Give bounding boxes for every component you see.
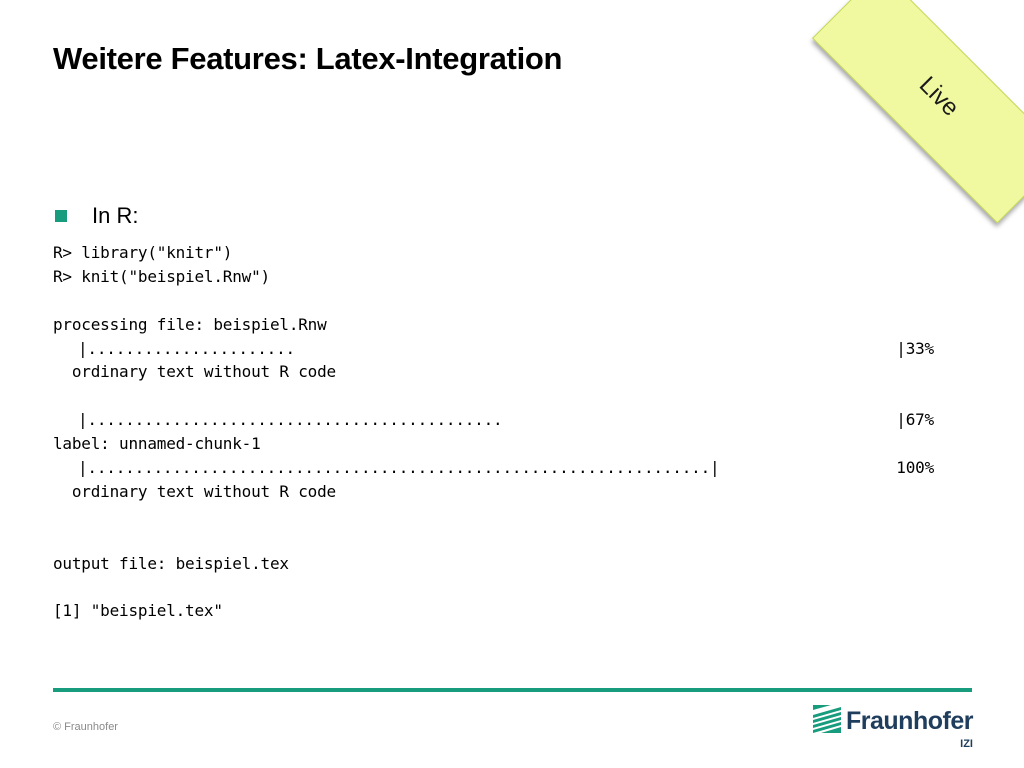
- code-line: R> library("knitr"): [53, 243, 233, 262]
- code-line: output file: beispiel.tex: [53, 553, 289, 573]
- progress-bar-100: |.......................................…: [78, 456, 896, 480]
- progress-percent-67: |67%: [896, 408, 934, 432]
- progress-percent-100: 100%: [896, 456, 934, 480]
- bullet-square-icon: [55, 210, 67, 222]
- copyright-text: © Fraunhofer: [53, 721, 118, 733]
- progress-dots: |.......................................…: [78, 458, 720, 478]
- progress-bar-33: |......................: [78, 337, 896, 361]
- code-line: ordinary text without R code: [53, 362, 336, 382]
- progress-end: |: [896, 410, 906, 430]
- progress-dots: |.......................................…: [78, 410, 503, 430]
- progress-row-67: |.......................................…: [53, 408, 953, 432]
- progress-value: 67%: [905, 410, 935, 430]
- progress-row-100: |.......................................…: [53, 456, 953, 480]
- code-line: R> knit("beispiel.Rnw"): [53, 266, 270, 286]
- code-line-blank: [53, 504, 953, 528]
- r-console-output: R> library("knitr") R> knit("beispiel.Rn…: [53, 241, 953, 623]
- code-line: ordinary text without R code: [53, 481, 336, 501]
- progress-percent-33: |33%: [896, 337, 934, 361]
- progress-dots: |......................: [78, 338, 295, 358]
- bullet-item: In R:: [55, 204, 138, 228]
- live-badge: Live: [812, 0, 1024, 224]
- code-line: label: unnamed-chunk-1: [53, 434, 261, 454]
- progress-row-33: |...................... |33%: [53, 337, 953, 361]
- live-badge-label: Live: [914, 71, 965, 122]
- progress-end: |: [896, 338, 906, 358]
- progress-value: 33%: [905, 338, 935, 358]
- bullet-text: In R:: [92, 203, 139, 228]
- logo-wordmark: Fraunhofer: [846, 707, 973, 735]
- code-line-blank: [53, 384, 953, 408]
- progress-bar-67: |.......................................…: [78, 408, 896, 432]
- fraunhofer-logo-icon: [813, 705, 841, 733]
- code-line: [1] "beispiel.tex": [53, 601, 223, 621]
- fraunhofer-logo: Fraunhofer IZI: [813, 705, 973, 753]
- progress-value: 100%: [896, 458, 934, 478]
- slide-title: Weitere Features: Latex-Integration: [53, 41, 563, 76]
- code-line-blank: [53, 528, 953, 552]
- logo-institute: IZI: [960, 738, 973, 750]
- code-line: processing file: beispiel.Rnw: [53, 314, 327, 334]
- code-line-blank: [53, 289, 953, 313]
- footer-divider: [53, 688, 972, 692]
- code-line-blank: [53, 575, 953, 599]
